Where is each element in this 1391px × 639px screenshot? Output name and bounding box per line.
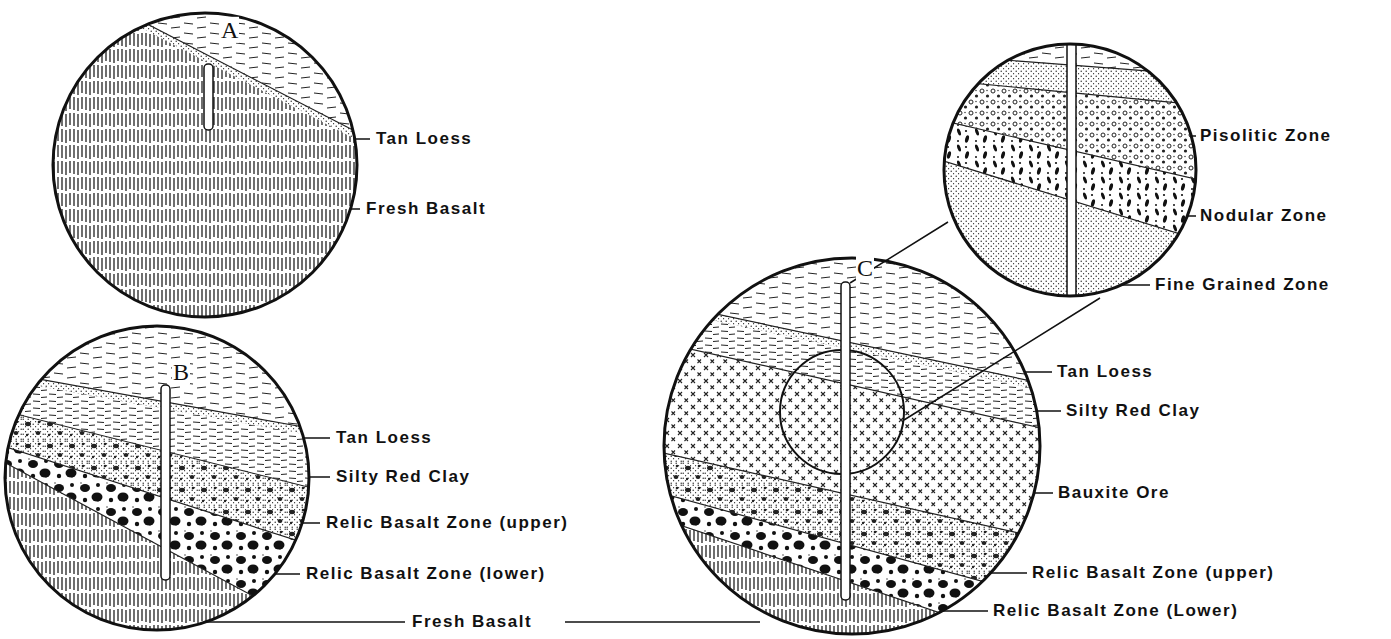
- layer-label: Relic Basalt Zone (upper): [1030, 564, 1276, 583]
- section-b: [0, 320, 320, 639]
- layer-label: Nodular Zone: [1198, 207, 1330, 226]
- layer-label: Tan Loess: [1055, 363, 1155, 382]
- inset-outline: [944, 44, 1196, 296]
- section-outline: [5, 326, 309, 630]
- section-c: [650, 250, 1050, 639]
- layer-label: Relic Basalt Zone (upper): [324, 514, 570, 533]
- layer-label: Fresh Basalt: [410, 613, 534, 632]
- layer-label: Fine Grained Zone: [1153, 276, 1332, 295]
- section-outline: [664, 258, 1040, 634]
- layer-label: Pisolitic Zone: [1198, 127, 1334, 146]
- layer-label: Tan Loess: [374, 130, 474, 149]
- layer-label: Relic Basalt Zone (Lower): [991, 602, 1240, 621]
- leader-lines: [205, 136, 1196, 622]
- layer-label: Silty Red Clay: [334, 468, 472, 487]
- section-outline: [53, 13, 357, 317]
- layer-label: Fresh Basalt: [364, 200, 488, 219]
- inset-detail: [940, 40, 1200, 310]
- layer-label: Relic Basalt Zone (lower): [304, 565, 548, 584]
- section-a: [40, 0, 380, 330]
- layer-label: Tan Loess: [334, 429, 434, 448]
- site-letter: B: [172, 359, 190, 385]
- site-letter: C: [856, 255, 874, 281]
- site-letter: A: [220, 17, 239, 43]
- layer-label: Silty Red Clay: [1064, 402, 1202, 421]
- layer-label: Bauxite Ore: [1056, 484, 1172, 503]
